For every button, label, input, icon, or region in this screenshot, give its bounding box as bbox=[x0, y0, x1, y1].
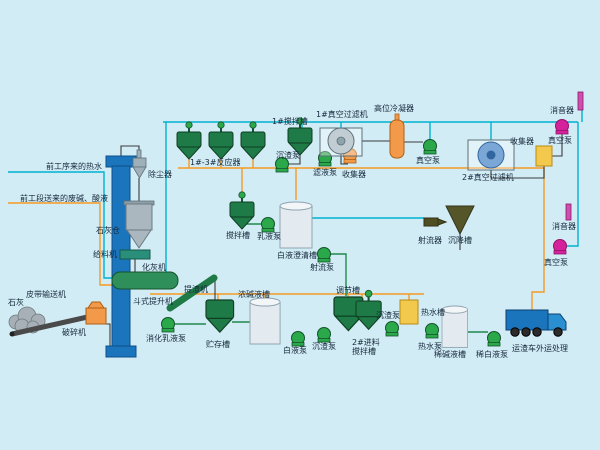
dilute-white-liquor-pump bbox=[487, 331, 501, 347]
vacuum-pump-1 bbox=[423, 139, 437, 155]
slag-truck bbox=[505, 309, 567, 337]
label-settling-tank: 沉降槽 bbox=[448, 236, 472, 245]
slag-extractor-conveyor bbox=[166, 274, 218, 312]
label-sediment-pump-1: 沉渣泵 bbox=[276, 151, 300, 160]
emulsion-pump bbox=[261, 217, 275, 233]
label-dilute-alkali-tank: 稀碱液槽 bbox=[434, 350, 466, 359]
label-jet-device: 射流器 bbox=[418, 236, 442, 245]
conc-alkali-tank bbox=[249, 297, 281, 345]
collector-2 bbox=[535, 145, 553, 167]
label-clarifier: 白液澄清槽 bbox=[277, 251, 317, 260]
label-hot-water-pump: 热水泵 bbox=[418, 342, 442, 351]
vacuum-pump-3 bbox=[553, 239, 567, 255]
reactors-1-3 bbox=[176, 120, 266, 160]
label-hot-water-in: 前工序来的热水 bbox=[46, 162, 102, 171]
label-reactors: 1#-3#反应器 bbox=[190, 158, 241, 167]
vacuum-filter-1 bbox=[319, 127, 363, 157]
label-vacuum-filter-2: 2#真空过滤机 bbox=[462, 173, 514, 182]
crusher-machine bbox=[85, 301, 107, 325]
digest-emulsion-pump bbox=[161, 317, 175, 333]
lime-slaker-drum bbox=[111, 271, 179, 290]
sediment-pump-2 bbox=[317, 327, 331, 343]
label-white-liquor-pump: 白液泵 bbox=[283, 346, 307, 355]
settling-tank-funnel bbox=[445, 205, 475, 236]
label-crusher: 破碎机 bbox=[62, 328, 86, 337]
label-truck: 运渣车外运处理 bbox=[512, 344, 568, 353]
label-muffler-2: 消音器 bbox=[552, 222, 576, 231]
feed-mixing-tank-2 bbox=[354, 289, 383, 331]
label-slag-extractor: 提渣机 bbox=[184, 285, 208, 294]
vacuum-pump-2 bbox=[555, 119, 569, 135]
dust-collector-cyclone bbox=[132, 149, 147, 179]
high-level-condenser bbox=[389, 113, 405, 159]
hot-water-tank bbox=[399, 299, 419, 325]
label-mixing-tank: 搅拌槽 bbox=[226, 231, 250, 240]
label-collector-1: 收集器 bbox=[342, 170, 366, 179]
label-feed-mixer-line1: 2#进料 bbox=[352, 338, 380, 347]
sediment-pump-3 bbox=[385, 321, 399, 337]
white-liquor-clarifier bbox=[279, 201, 313, 249]
label-conc-alkali-tank: 浓碱液槽 bbox=[238, 290, 270, 299]
hot-water-pump bbox=[425, 323, 439, 339]
label-vacuum-filter-1: 1#真空过滤机 bbox=[316, 110, 368, 119]
label-mixer1: 1#搅拌槽 bbox=[272, 117, 308, 126]
label-vacuum-pump-2: 真空泵 bbox=[548, 136, 572, 145]
vacuum-filter-2 bbox=[467, 139, 515, 171]
storage-tank bbox=[205, 299, 235, 333]
white-liquor-pump bbox=[291, 331, 305, 347]
label-vacuum-pump-3: 真空泵 bbox=[544, 258, 568, 267]
jet-pump bbox=[317, 247, 331, 263]
lime-silo bbox=[123, 200, 155, 249]
label-condenser: 高位冷凝器 bbox=[374, 104, 414, 113]
label-emulsion-pump: 乳液泵 bbox=[257, 232, 281, 241]
muffler-1-stack bbox=[577, 91, 584, 111]
label-jet-pump: 射流泵 bbox=[310, 263, 334, 272]
label-belt-conveyor: 皮带输送机 bbox=[26, 290, 66, 299]
label-lime-silo: 石灰仓 bbox=[96, 226, 120, 235]
label-filtrate-pump: 滤液泵 bbox=[313, 168, 337, 177]
label-lime-slaker: 化灰机 bbox=[142, 263, 166, 272]
label-feeder: 给料机 bbox=[93, 250, 117, 259]
label-collector-2: 收集器 bbox=[510, 137, 534, 146]
label-bucket-elevator: 斗式提升机 bbox=[133, 297, 173, 306]
pipes-process bbox=[104, 132, 563, 346]
label-sediment-pump-2: 沉渣泵 bbox=[312, 342, 336, 351]
label-digest-pump: 消化乳液泵 bbox=[146, 334, 186, 343]
label-storage-tank: 贮存槽 bbox=[206, 340, 230, 349]
label-muffler-1: 消音器 bbox=[550, 106, 574, 115]
dilute-alkali-tank bbox=[441, 305, 469, 348]
label-lime: 石灰 bbox=[8, 298, 24, 307]
label-hot-water-tank: 热水槽 bbox=[421, 308, 445, 317]
label-feed-mixer-line2: 搅拌槽 bbox=[352, 347, 376, 356]
label-dilute-white-pump: 稀白液泵 bbox=[476, 350, 508, 359]
label-dust-collector: 除尘器 bbox=[148, 170, 172, 179]
muffler-2-stack bbox=[565, 203, 572, 221]
label-sediment-pump-3: 沉渣泵 bbox=[376, 311, 400, 320]
jet-device bbox=[423, 217, 448, 227]
label-vacuum-pump-1: 真空泵 bbox=[416, 156, 440, 165]
label-regulating-tank: 调节槽 bbox=[336, 286, 360, 295]
label-waste-alkali-in: 前工段送来的废碱、酸液 bbox=[20, 194, 108, 203]
feeder-machine bbox=[119, 249, 151, 260]
